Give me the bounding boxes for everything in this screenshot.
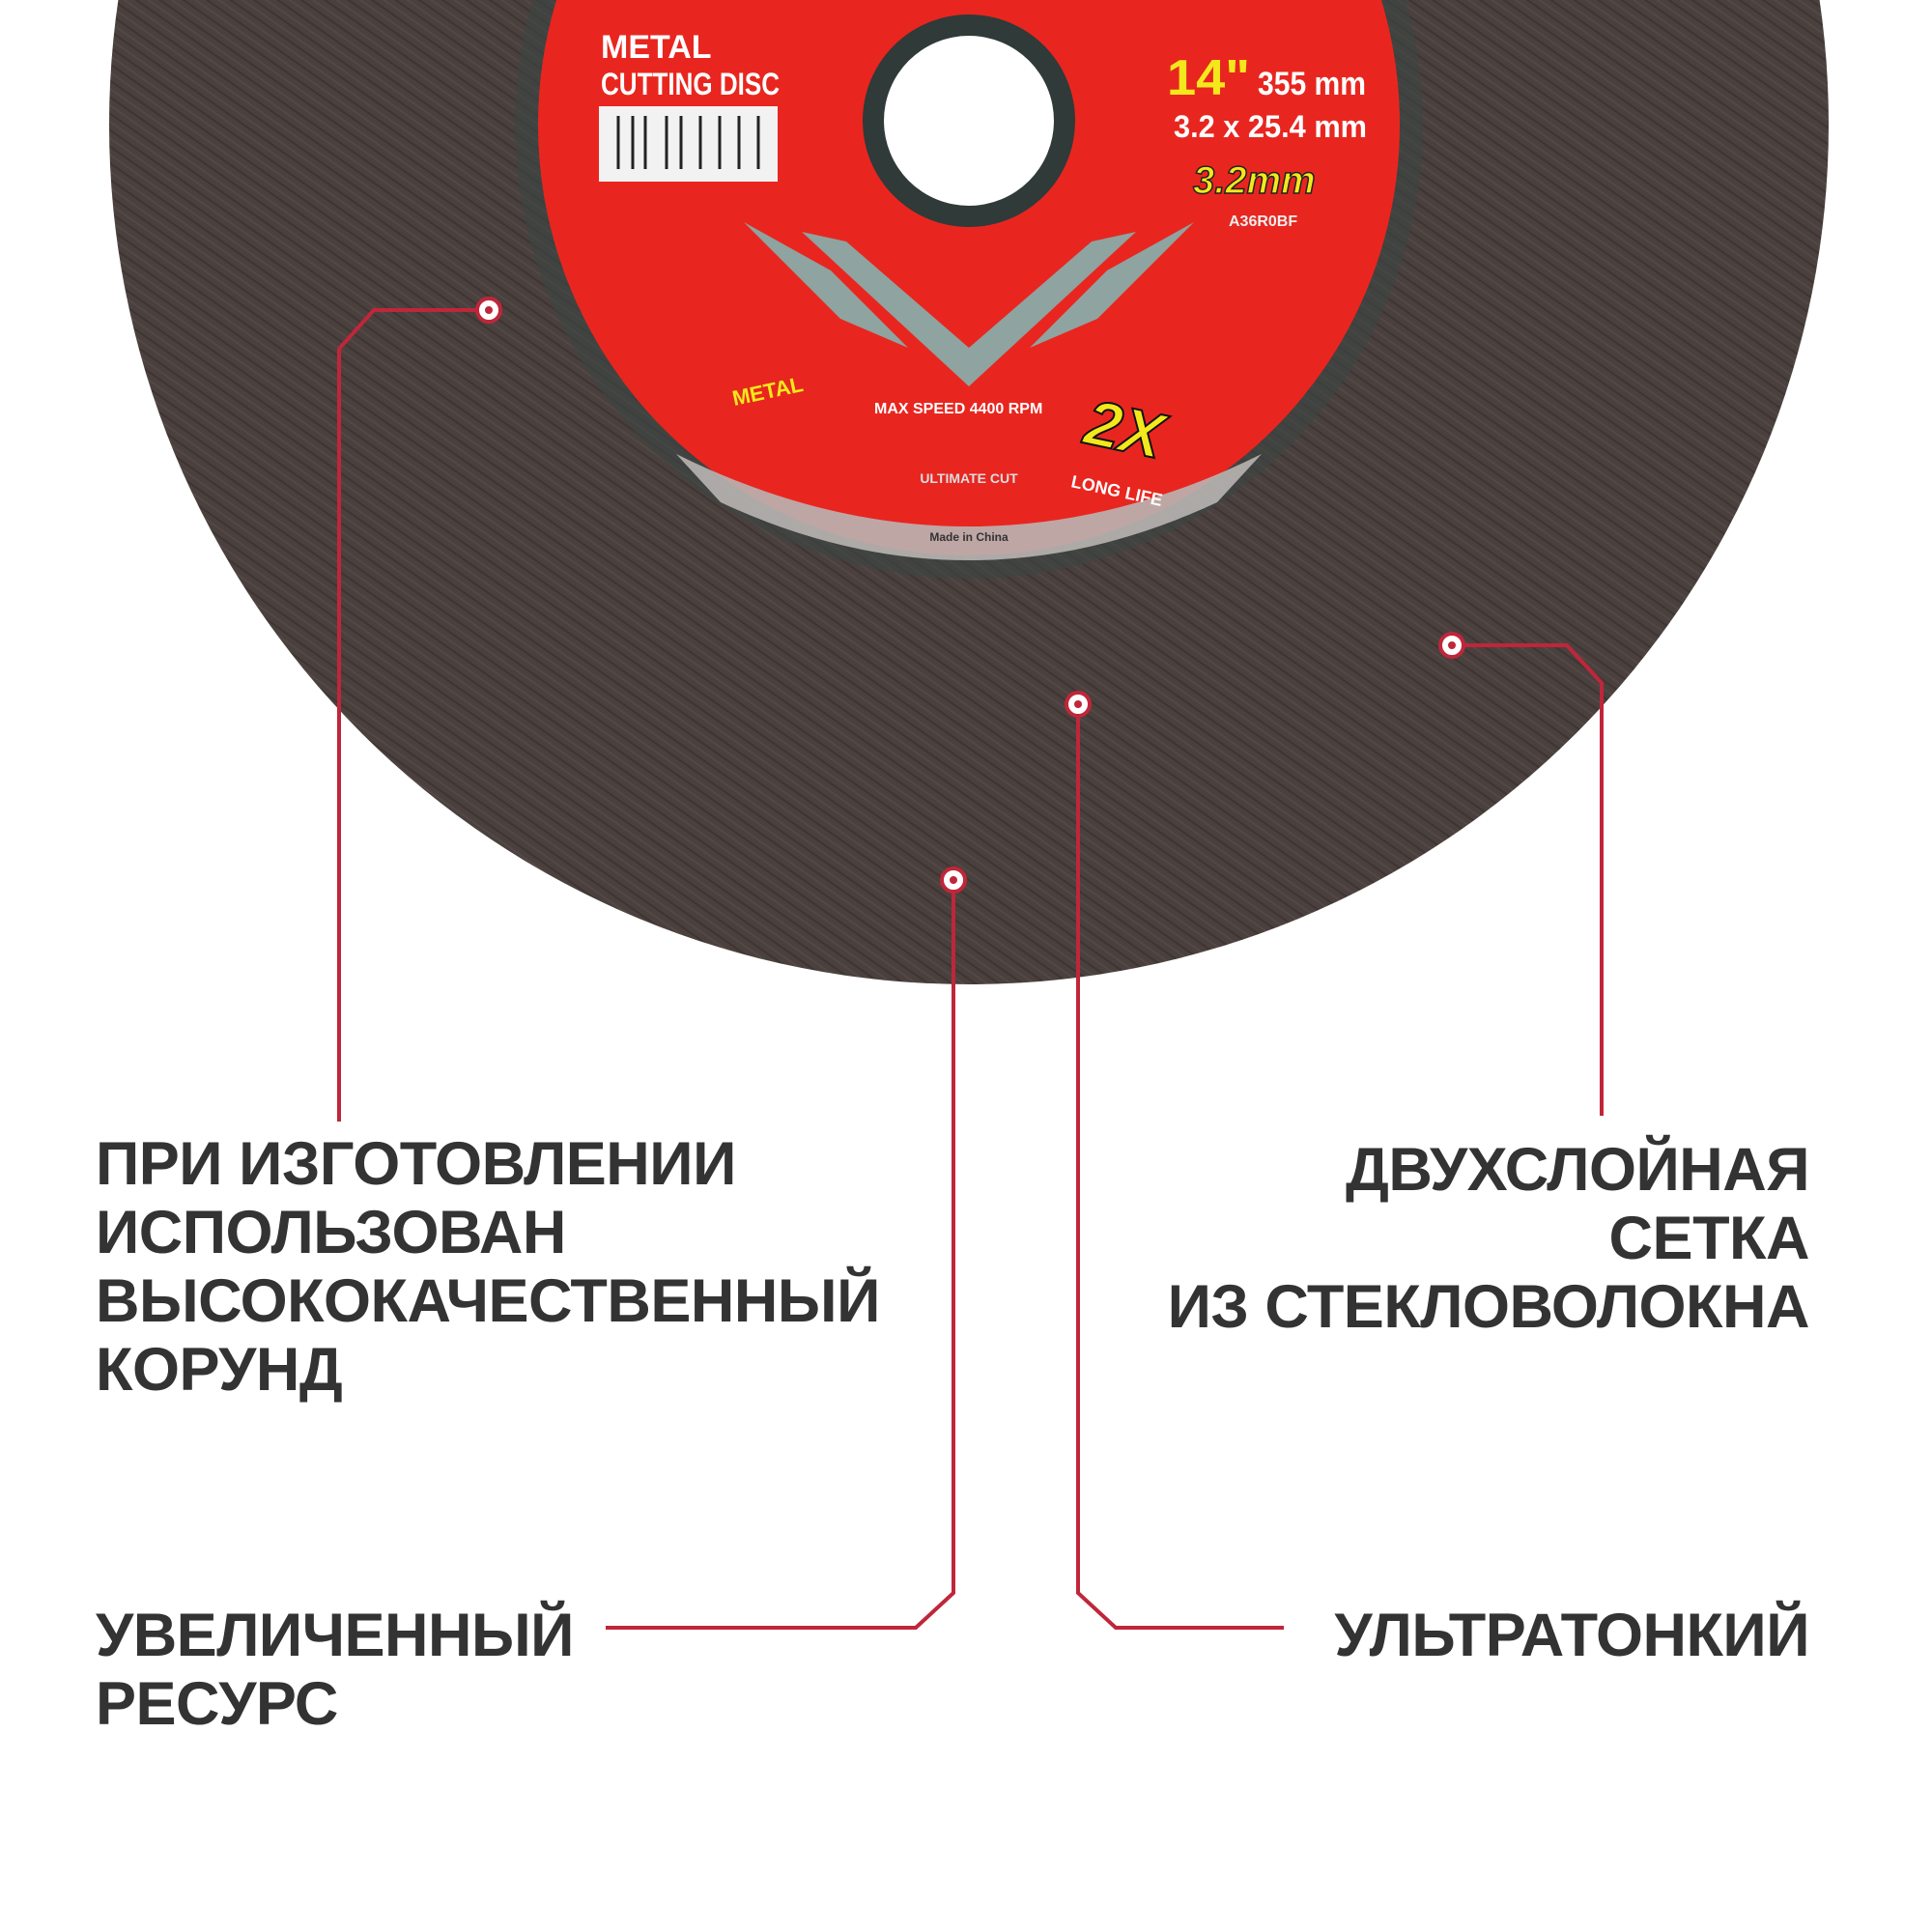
feature-line: ВЫСОКОКАЧЕСТВЕННЫЙ [96, 1267, 880, 1335]
callout-line-resource [606, 880, 955, 1630]
cutting-disc: METAL CUTTING DISC 14" 355 mm 3.2 x 25.4… [109, 0, 1829, 984]
arbor-hole [884, 36, 1054, 206]
disc-size-mm: 355 mm [1258, 66, 1366, 102]
callout-dot-corundum [475, 297, 502, 324]
disc-size-inch: 14" [1167, 50, 1250, 106]
feature-line: УЛЬТРАТОНКИЙ [1334, 1602, 1809, 1669]
feature-line: ПРИ ИЗГОТОВЛЕНИИ [96, 1130, 736, 1198]
feature-thin: УЛЬТРАТОНКИЙ [1334, 1602, 1809, 1670]
disc-max-speed: MAX SPEED 4400 RPM [874, 401, 1042, 417]
disc-brand: ULTIMATE CUT [920, 470, 1018, 486]
feature-corundum: ПРИ ИЗГОТОВЛЕНИИ ИСПОЛЬЗОВАН ВЫСОКОКАЧЕС… [96, 1130, 880, 1405]
callout-line-thin [1076, 704, 1284, 1630]
disc-title-2: CUTTING DISC [601, 67, 780, 101]
feature-line: ИЗ СТЕКЛОВОЛОКНА [1167, 1273, 1810, 1341]
disc-title-1: METAL [601, 29, 712, 66]
feature-line: СЕТКА [1608, 1205, 1810, 1272]
feature-line: ДВУХСЛОЙНАЯ [1346, 1136, 1809, 1204]
feature-line: РЕСУРС [96, 1670, 338, 1738]
callout-dots [475, 297, 1465, 894]
callout-dot-resource [940, 867, 967, 894]
feature-line: КОРУНД [96, 1336, 343, 1404]
disc-badge-2x: 2X [1077, 385, 1174, 472]
disc-code: A36R0BF [1229, 213, 1297, 230]
feature-line: УВЕЛИЧЕННЫЙ [96, 1602, 574, 1669]
barcode [599, 106, 778, 182]
feature-line: ИСПОЛЬЗОВАН [96, 1199, 566, 1266]
callout-dot-fiberglass [1438, 632, 1465, 659]
callout-dot-thin [1065, 691, 1092, 718]
disc-origin: Made in China [929, 530, 1009, 544]
callout-line-corundum [337, 308, 489, 1122]
disc-thickness: 3.2mm [1193, 159, 1316, 202]
disc-dimensions: 3.2 x 25.4 mm [1174, 109, 1367, 144]
feature-fiberglass: ДВУХСЛОЙНАЯ СЕТКА ИЗ СТЕКЛОВОЛОКНА [1167, 1136, 1810, 1342]
feature-resource: УВЕЛИЧЕННЫЙ РЕСУРС [96, 1602, 574, 1739]
callout-line-fiberglass [1452, 643, 1604, 1116]
callout-lines [337, 308, 1604, 1630]
